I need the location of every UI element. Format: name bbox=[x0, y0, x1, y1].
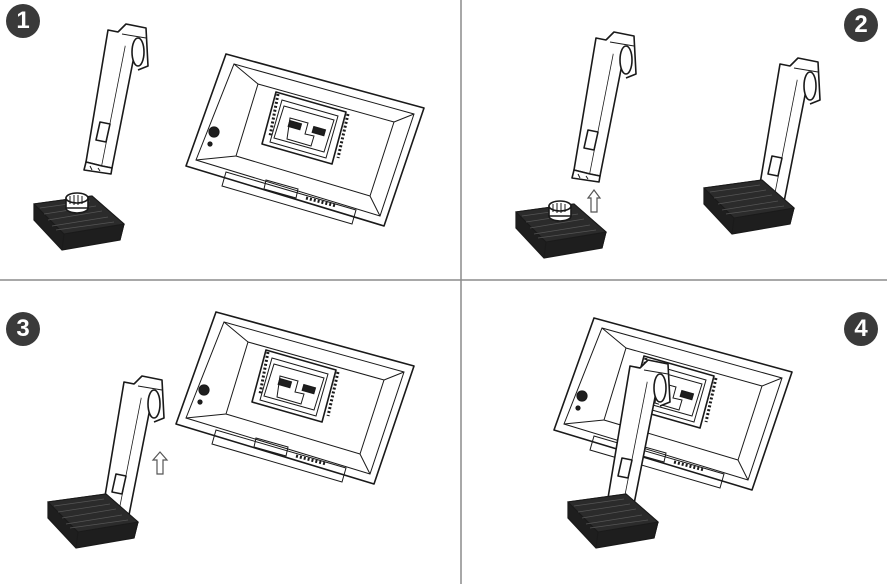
step-badge-3: 3 bbox=[6, 312, 40, 346]
panel-2-illustration bbox=[516, 32, 820, 258]
up-arrow-icon bbox=[588, 190, 600, 212]
panel-1-illustration bbox=[34, 24, 424, 250]
panel-3-illustration bbox=[48, 312, 414, 548]
step-badge-1: 1 bbox=[6, 4, 40, 38]
up-arrow-icon bbox=[153, 452, 167, 474]
step-badge-4: 4 bbox=[844, 312, 878, 346]
panel-4-illustration bbox=[554, 318, 792, 548]
step-badge-2: 2 bbox=[844, 8, 878, 42]
